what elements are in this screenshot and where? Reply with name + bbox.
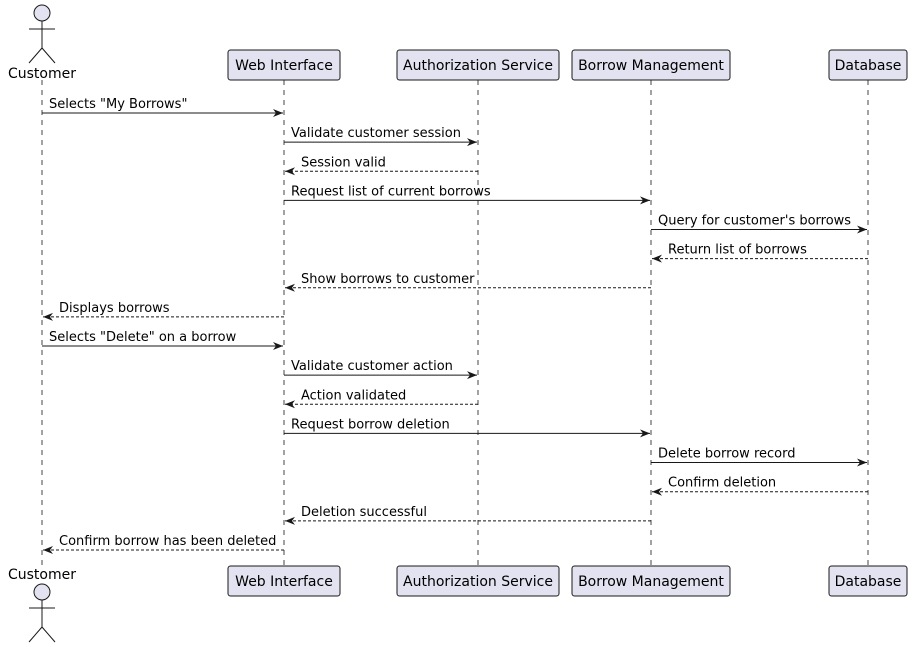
message-label: Confirm deletion — [668, 476, 776, 491]
participant-box — [828, 565, 908, 597]
participant-label-borrow: Borrow Management — [578, 58, 724, 74]
participant-box — [571, 565, 731, 597]
message-12: Request borrow deletion — [284, 417, 650, 438]
message-label: Validate customer session — [291, 126, 461, 141]
message-label: Return list of borrows — [668, 243, 807, 258]
messages: Selects "My Borrows" Validate customer se… — [42, 97, 868, 554]
message-label: Show borrows to customer — [301, 272, 475, 287]
participant-label-auth: Authorization Service — [403, 58, 553, 74]
participant-box — [227, 49, 341, 81]
message-13: Delete borrow record — [651, 447, 867, 467]
actor-bottom-customer: Customer — [8, 567, 76, 643]
participant-label-web: Web Interface — [235, 574, 333, 590]
message-8: Displays borrows — [43, 301, 284, 321]
participant-label-db: Database — [835, 58, 902, 74]
message-3: Session valid — [285, 155, 478, 176]
participant-top-auth: Authorization Service — [396, 49, 560, 81]
participant-bottom-borrow: Borrow Management — [571, 565, 731, 597]
participant-label-borrow: Borrow Management — [578, 574, 724, 590]
message-label: Request borrow deletion — [291, 417, 450, 432]
message-label: Delete borrow record — [658, 447, 795, 462]
message-label: Displays borrows — [59, 301, 170, 316]
participant-label-db: Database — [835, 574, 902, 590]
participant-label-customer: Customer — [8, 567, 76, 583]
participant-box — [396, 565, 560, 597]
lifelines — [41, 80, 869, 566]
participant-box — [396, 49, 560, 81]
message-5: Query for customer's borrows — [651, 214, 867, 234]
message-4: Request list of current borrows — [284, 184, 650, 205]
message-1: Selects "My Borrows" — [42, 97, 283, 117]
participants-bottom: Customer Web Interface Authorization Servi… — [8, 565, 908, 643]
actor-icon — [28, 4, 56, 64]
message-9: Selects "Delete" on a borrow — [42, 330, 283, 351]
message-11: Action validated — [285, 388, 478, 409]
message-label: Request list of current borrows — [291, 184, 491, 199]
message-7: Show borrows to customer — [285, 272, 651, 292]
participant-box — [828, 49, 908, 81]
message-label: Session valid — [301, 155, 386, 170]
message-6: Return list of borrows — [652, 243, 868, 263]
participants-top: Customer Web Interface Authorization Servi… — [8, 4, 908, 82]
message-16: Confirm borrow has been deleted — [43, 534, 284, 554]
message-15: Deletion successful — [285, 505, 651, 525]
message-label: Action validated — [301, 388, 406, 403]
message-label: Selects "Delete" on a borrow — [49, 330, 237, 345]
participant-top-web: Web Interface — [227, 49, 341, 81]
participant-bottom-db: Database — [828, 565, 908, 597]
participant-label-web: Web Interface — [235, 58, 333, 74]
participant-label-auth: Authorization Service — [403, 574, 553, 590]
message-label: Selects "My Borrows" — [49, 97, 187, 112]
participant-bottom-web: Web Interface — [227, 565, 341, 597]
message-2: Validate customer session — [284, 126, 477, 147]
participant-label-customer: Customer — [8, 66, 76, 82]
message-label: Confirm borrow has been deleted — [59, 534, 276, 549]
message-label: Query for customer's borrows — [658, 214, 851, 229]
message-10: Validate customer action — [284, 359, 477, 380]
participant-top-db: Database — [828, 49, 908, 81]
participant-box — [571, 49, 731, 81]
actor-top-customer: Customer — [8, 4, 76, 82]
participant-bottom-auth: Authorization Service — [396, 565, 560, 597]
message-label: Validate customer action — [291, 359, 453, 374]
actor-icon — [28, 583, 56, 643]
participant-box — [227, 565, 341, 597]
message-label: Deletion successful — [301, 505, 427, 520]
message-14: Confirm deletion — [652, 476, 868, 496]
participant-top-borrow: Borrow Management — [571, 49, 731, 81]
